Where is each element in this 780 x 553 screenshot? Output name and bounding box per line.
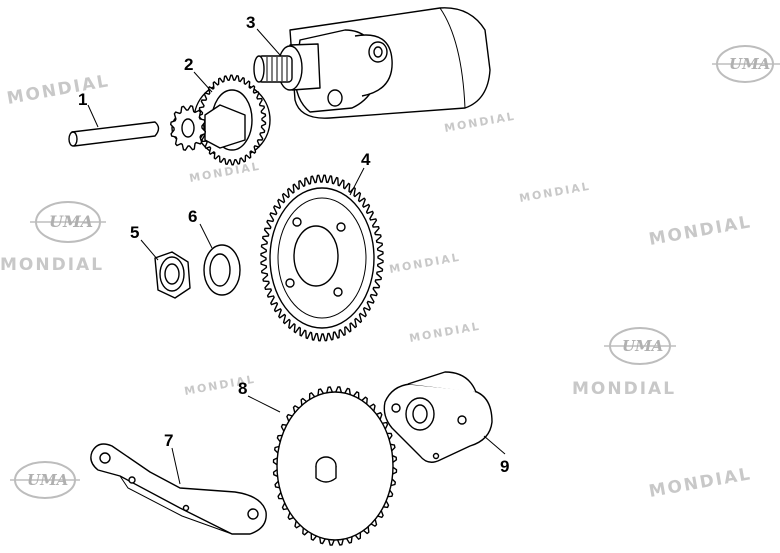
uma-logo-icon: UMA	[30, 201, 106, 243]
callout-9: 9	[500, 457, 509, 476]
callout-2: 2	[184, 55, 193, 74]
watermark-text: MONDIAL	[572, 379, 676, 399]
part-9-mount-bracket	[383, 371, 493, 463]
uma-logo-icon: UMA	[10, 461, 80, 499]
watermark-text: MONDIAL	[647, 212, 753, 250]
watermark-text: MONDIAL	[518, 180, 591, 205]
uma-logo-icon: UMA	[712, 45, 780, 83]
watermark-text: MONDIAL	[188, 160, 261, 185]
logo-text: UMA	[49, 212, 93, 231]
callout-3: 3	[246, 13, 255, 32]
part-6-washer	[203, 244, 241, 296]
logo-text: UMA	[27, 471, 68, 489]
part-5-nut	[154, 251, 191, 299]
callout-6: 6	[188, 207, 197, 226]
part-3-starter-motor	[253, 7, 491, 119]
watermark-text: MONDIAL	[0, 255, 104, 275]
watermark-text: MONDIAL	[408, 320, 481, 345]
callout-4: 4	[361, 150, 371, 169]
leader-lines	[87, 28, 506, 485]
watermark-text: MONDIAL	[443, 110, 516, 135]
part-1-shaft-pin	[68, 121, 160, 147]
callout-8: 8	[238, 379, 247, 398]
callout-7: 7	[164, 431, 173, 450]
logo-text: UMA	[729, 55, 770, 73]
watermark-text: MONDIAL	[5, 71, 111, 109]
part-2-gear-cluster	[170, 74, 271, 166]
callout-5: 5	[130, 223, 139, 242]
callouts: 1 2 3 4 5 6 7 8 9	[78, 13, 509, 476]
part-8-gear	[272, 386, 398, 546]
logo-text: UMA	[622, 337, 663, 355]
callout-1: 1	[78, 90, 87, 109]
part-7-bracket-plate	[90, 443, 267, 535]
watermark-text: MONDIAL	[647, 464, 753, 502]
part-4-large-gear	[260, 174, 384, 342]
uma-logo-icon: UMA	[604, 327, 676, 365]
watermark-text: MONDIAL	[388, 251, 461, 276]
